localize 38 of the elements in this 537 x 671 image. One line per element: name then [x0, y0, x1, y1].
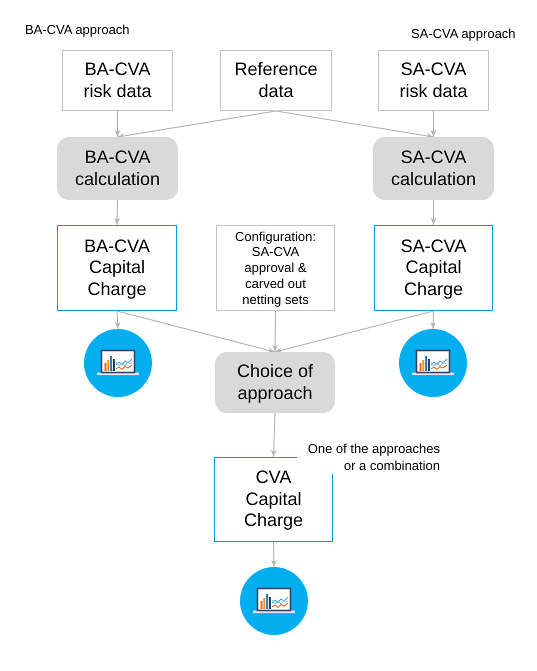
process-box	[215, 352, 335, 413]
box-label: BA-CVA Capital Charge	[83, 236, 151, 300]
arrow	[272, 311, 278, 352]
arrow	[430, 111, 436, 137]
laptop-chart-icon	[240, 567, 308, 635]
box-label: Configuration: SA-CVA approval & carved out netting sets	[234, 228, 317, 308]
process-box	[373, 137, 494, 200]
box-label: SA-CVA Capital Charge	[400, 236, 468, 300]
arrow	[271, 542, 277, 568]
data-box	[220, 50, 332, 111]
arrow	[114, 310, 120, 330]
process-box	[57, 137, 178, 200]
laptop-chart-icon	[399, 329, 467, 397]
arrow	[116, 310, 276, 353]
box-label: Reference data	[233, 59, 319, 102]
section-label: SA-CVA approach	[411, 26, 516, 42]
arrow	[276, 110, 434, 139]
box-label: BA-CVA calculation	[74, 147, 162, 190]
arrow	[114, 111, 120, 137]
arrow	[117, 110, 276, 139]
arrow	[430, 200, 436, 225]
result-box	[57, 225, 177, 311]
box-label: Choice of approach	[236, 361, 314, 404]
result-box	[374, 225, 493, 311]
box-label: SA-CVA calculation	[390, 147, 478, 190]
laptop-chart-icon	[84, 329, 152, 397]
note-box	[216, 225, 335, 311]
result-box	[214, 457, 333, 542]
arrow	[274, 310, 434, 353]
arrow	[430, 310, 436, 330]
box-label: SA-CVA risk data	[398, 59, 469, 102]
arrow	[270, 412, 277, 458]
box-label: BA-CVA risk data	[82, 59, 153, 102]
arrow	[114, 200, 120, 226]
section-label: BA-CVA approach	[25, 22, 130, 38]
edge-label: One of the approaches or a combination	[297, 441, 441, 474]
data-box	[62, 50, 173, 111]
data-box	[378, 50, 489, 111]
